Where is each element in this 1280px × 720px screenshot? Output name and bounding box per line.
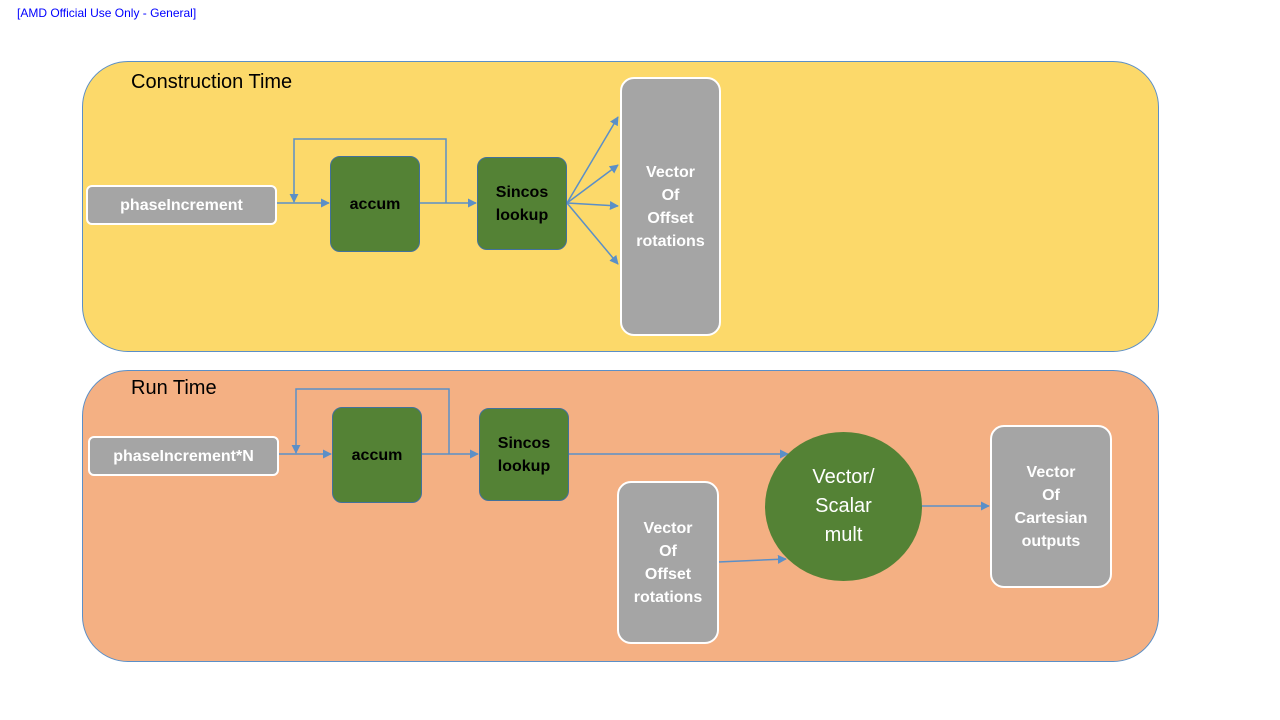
sincos-lookup-block: Sincos lookup (477, 157, 567, 250)
fanout-arrow-1 (566, 116, 619, 204)
phase-increment-block: phaseIncrement (86, 185, 277, 225)
arrow-vector-to-mult (717, 554, 787, 564)
fanout-arrow-4 (566, 202, 619, 265)
run-accum-feedback-loop (291, 388, 450, 454)
accum-feedback-loop (289, 138, 447, 203)
phase-increment-n-block: phaseIncrement*N (88, 436, 279, 476)
run-vector-of-offset-rotations-block: Vector Of Offset rotations (617, 481, 719, 644)
fanout-arrow-2 (566, 164, 619, 204)
accum-block: accum (330, 156, 420, 252)
run-sincos-lookup-block: Sincos lookup (479, 408, 569, 501)
construction-time-title: Construction Time (131, 71, 293, 93)
vector-scalar-mult-circle: Vector/ Scalar mult (765, 432, 922, 581)
vector-of-cartesian-outputs-block: Vector Of Cartesian outputs (990, 425, 1112, 588)
run-accum-block: accum (332, 407, 422, 503)
classification-label: [AMD Official Use Only - General] (17, 6, 197, 20)
run-time-title: Run Time (131, 377, 217, 399)
fanout-arrow-3 (566, 201, 619, 211)
vector-of-offset-rotations-block: Vector Of Offset rotations (620, 77, 721, 336)
